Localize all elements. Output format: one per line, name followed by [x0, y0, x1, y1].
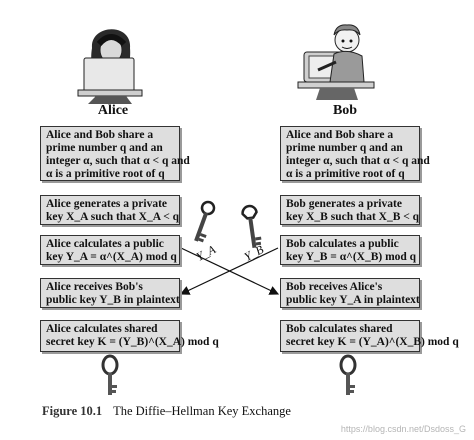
caption-label: Figure 10.1 [42, 404, 103, 418]
box-line: prime number q and an [286, 142, 403, 154]
box-line: public key Y_A in plaintext [286, 294, 420, 306]
bob-box-shared-params: Alice and Bob share a prime number q and… [280, 126, 430, 181]
box-line: prime number q and an [46, 142, 163, 154]
bob-illustration [297, 24, 375, 100]
box-line: Alice calculates a public [46, 238, 164, 250]
box-line: Alice generates a private [46, 198, 168, 210]
alice-name: Alice [97, 103, 129, 118]
box-line: key X_A such that X_A < q [46, 211, 180, 223]
box-line: Alice receives Bob's [46, 281, 143, 293]
bob-box-private-key: Bob generates a private key X_B such tha… [280, 195, 420, 225]
key-icon [339, 354, 357, 395]
bob-box-receive: Bob receives Alice's public key Y_A in p… [280, 278, 420, 308]
alice-box-shared-secret: Alice calculates shared secret key K = (… [40, 320, 219, 352]
box-line: key Y_B = α^(X_B) mod q [286, 251, 417, 263]
box-line: Bob calculates shared [286, 323, 393, 335]
bob-name: Bob [332, 103, 358, 118]
alice-box-public-key: Alice calculates a public key Y_A = α^(X… [40, 235, 180, 265]
key-icon [194, 200, 216, 243]
arrow-bob-to-alice [179, 247, 279, 295]
box-line: Bob receives Alice's [286, 281, 383, 293]
key-icon [241, 204, 262, 248]
caption-text: The Diffie–Hellman Key Exchange [113, 404, 291, 418]
bob-box-public-key: Bob calculates a public key Y_B = α^(X_B… [280, 235, 420, 265]
alice-box-private-key: Alice generates a private key X_A such t… [40, 195, 180, 225]
alice-box-receive: Alice receives Bob's public key Y_B in p… [40, 278, 180, 308]
box-line: secret key K = (Y_A)^(X_B) mod q [286, 336, 459, 348]
box-line: Bob generates a private [286, 198, 402, 210]
figure-caption: Figure 10.1 The Diffie–Hellman Key Excha… [42, 404, 291, 419]
box-line: Alice and Bob share a [286, 129, 394, 141]
box-line: integer α, such that α < q and [286, 155, 430, 167]
box-line: key X_B such that X_B < q [286, 211, 420, 223]
watermark: https://blog.csdn.net/Dsdoss_G [340, 424, 466, 434]
box-line: Alice and Bob share a [46, 129, 154, 141]
box-line: public key Y_B in plaintext [46, 294, 180, 306]
box-line: Bob calculates a public [286, 238, 399, 250]
bob-box-shared-secret: Bob calculates shared secret key K = (Y_… [280, 320, 459, 352]
box-line: integer α, such that α < q and [46, 155, 190, 167]
box-line: Alice calculates shared [46, 323, 158, 335]
alice-box-shared-params: Alice and Bob share a prime number q and… [40, 126, 190, 181]
box-line: secret key K = (Y_B)^(X_A) mod q [46, 336, 219, 348]
alice-illustration [77, 29, 143, 104]
key-icon [101, 354, 119, 395]
box-line: key Y_A = α^(X_A) mod q [46, 251, 177, 263]
box-line: α is a primitive root of q [286, 168, 405, 180]
box-line: α is a primitive root of q [46, 168, 165, 180]
